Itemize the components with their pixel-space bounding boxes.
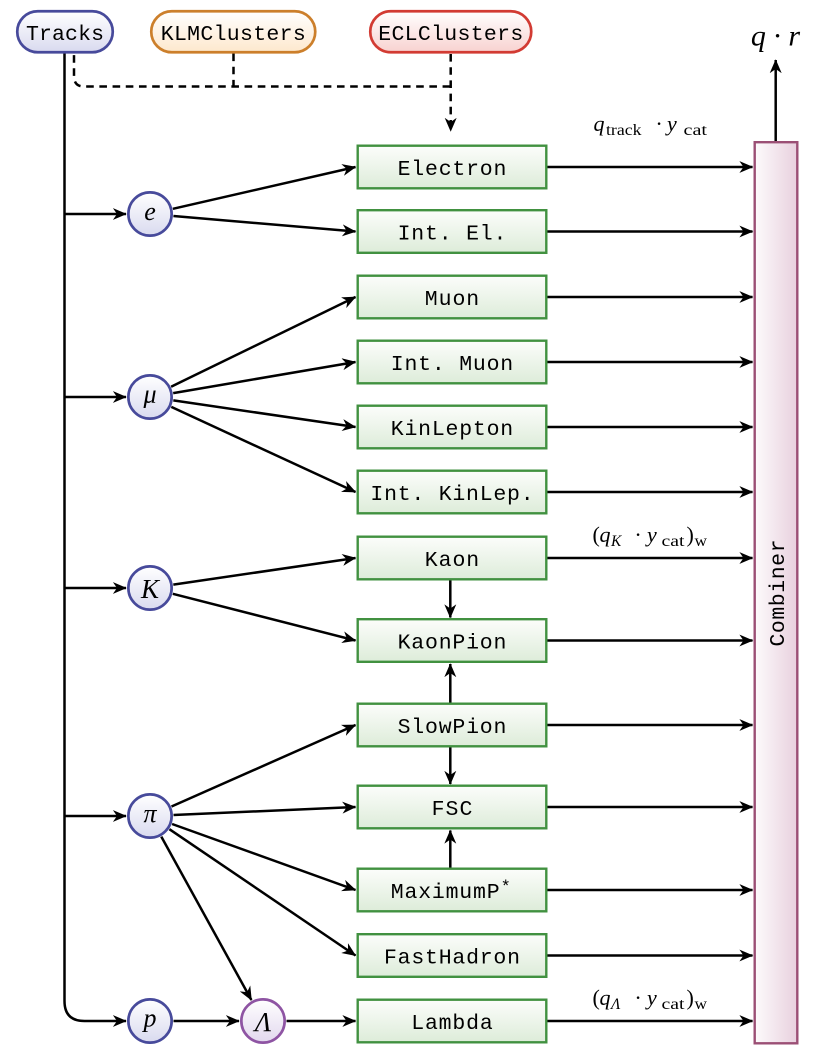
svg-text:Lambda: Lambda xyxy=(411,1012,493,1036)
svg-text:KaonPion: KaonPion xyxy=(398,632,507,656)
svg-text:π: π xyxy=(143,799,157,828)
svg-text:*: * xyxy=(501,879,511,898)
svg-text:FastHadron: FastHadron xyxy=(384,947,520,971)
svg-text:Kaon: Kaon xyxy=(425,549,479,573)
svg-text:q · r: q · r xyxy=(751,20,801,53)
svg-text:Tracks: Tracks xyxy=(26,23,104,47)
svg-text:Electron: Electron xyxy=(398,158,507,182)
svg-text:Combiner: Combiner xyxy=(767,540,791,647)
svg-text:K: K xyxy=(140,574,161,604)
svg-text:MaximumP: MaximumP xyxy=(391,881,500,905)
svg-text:Int. El.: Int. El. xyxy=(398,223,507,247)
svg-text:FSC: FSC xyxy=(432,798,473,822)
svg-text:Int. Muon: Int. Muon xyxy=(391,353,513,377)
svg-text:Λ: Λ xyxy=(252,1007,272,1037)
svg-text:e: e xyxy=(144,197,156,226)
svg-text:μ: μ xyxy=(142,380,156,409)
svg-text:Muon: Muon xyxy=(425,288,479,312)
svg-text:ECLClusters: ECLClusters xyxy=(378,23,523,47)
svg-text:Int. KinLep.: Int. KinLep. xyxy=(370,483,533,507)
svg-text:KinLepton: KinLepton xyxy=(391,418,513,442)
svg-text:p: p xyxy=(142,1004,157,1033)
svg-text:SlowPion: SlowPion xyxy=(398,716,507,740)
svg-text:KLMClusters: KLMClusters xyxy=(161,23,306,47)
